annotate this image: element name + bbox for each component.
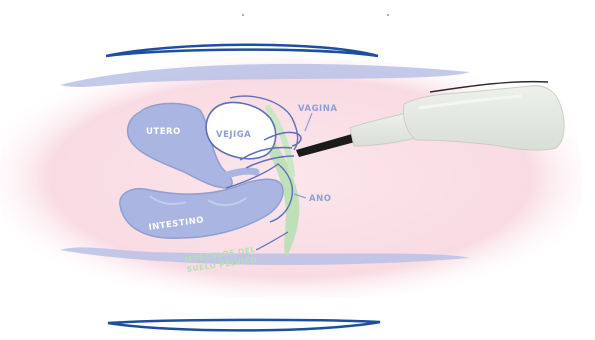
label-anus: ANO <box>309 194 331 204</box>
top-dot-right <box>387 14 389 16</box>
label-vagina: VAGINA <box>298 104 337 114</box>
label-uterus: UTERO <box>146 127 181 137</box>
label-bladder: VEJIGA <box>216 130 251 140</box>
top-dot-left <box>242 14 244 16</box>
top-clamp <box>106 45 378 56</box>
bottom-clamp <box>108 320 380 331</box>
